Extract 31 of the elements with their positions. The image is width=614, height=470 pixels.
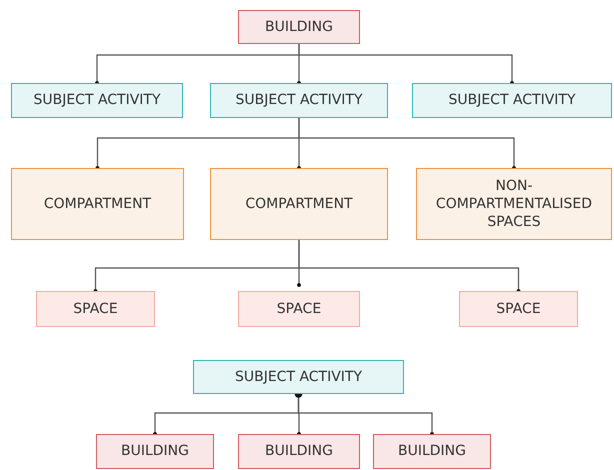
connector-line — [298, 240, 520, 293]
box-label: COMPARTMENT — [44, 194, 152, 214]
box-label: COMPARTMENT — [245, 194, 353, 214]
box-label: NON-COMPARTMENTALISED SPACES — [434, 176, 594, 232]
compartment-box — [210, 168, 388, 240]
activity-box — [412, 83, 612, 118]
compartment-box — [11, 168, 184, 240]
box-label: SPACE — [73, 300, 118, 318]
box-label: SUBJECT ACTIVITY — [235, 91, 363, 110]
space-box — [459, 291, 578, 327]
box-label: SUBJECT ACTIVITY — [234, 368, 362, 386]
box-label: BUILDING — [398, 442, 466, 461]
space-box — [238, 291, 360, 327]
box-label: BUILDING — [120, 442, 189, 461]
connector-line — [298, 44, 514, 85]
connector-line — [298, 118, 516, 170]
building-box — [373, 434, 491, 469]
box-label: BUILDING — [264, 18, 333, 36]
box-label: SUBJECT ACTIVITY — [448, 91, 576, 110]
building-box — [96, 434, 214, 469]
activity-box — [193, 360, 404, 394]
activity-box — [11, 83, 183, 118]
building-box — [238, 10, 360, 44]
box-label: BUILDING — [264, 442, 333, 461]
space-box — [36, 291, 155, 327]
building-box — [238, 434, 360, 469]
compartment-box — [416, 168, 612, 240]
box-label: SPACE — [276, 300, 322, 318]
box-label: SPACE — [496, 300, 541, 318]
box-label: SUBJECT ACTIVITY — [33, 91, 161, 110]
activity-box — [210, 83, 388, 118]
